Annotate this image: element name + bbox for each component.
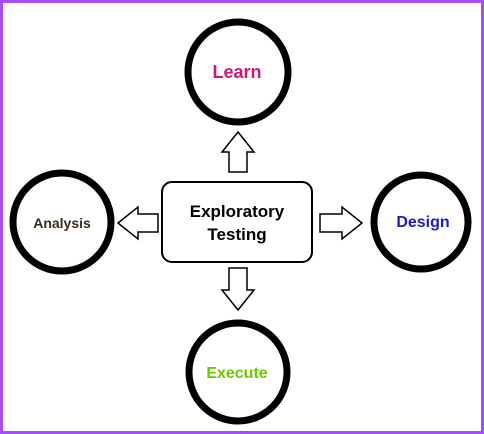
design-circle [370, 171, 472, 273]
execute-circle [185, 319, 291, 425]
arrow-down [220, 267, 256, 312]
arrow-right [319, 205, 364, 241]
arrow-left [116, 205, 159, 241]
center-line2: Testing [207, 225, 266, 244]
analysis-label: Analysis [33, 215, 91, 231]
node-execute: Execute [185, 319, 291, 425]
learn-circle [184, 18, 292, 126]
design-label: Design [396, 214, 449, 231]
center-node: Exploratory Testing [161, 181, 313, 263]
execute-label: Execute [206, 365, 267, 382]
arrow-up [220, 130, 256, 173]
node-design: Design [370, 171, 472, 273]
node-learn: Learn [184, 18, 292, 126]
center-box [161, 181, 313, 263]
learn-label: Learn [212, 62, 261, 82]
center-line1: Exploratory [190, 202, 285, 221]
node-analysis: Analysis [9, 169, 115, 275]
analysis-circle [9, 169, 115, 275]
